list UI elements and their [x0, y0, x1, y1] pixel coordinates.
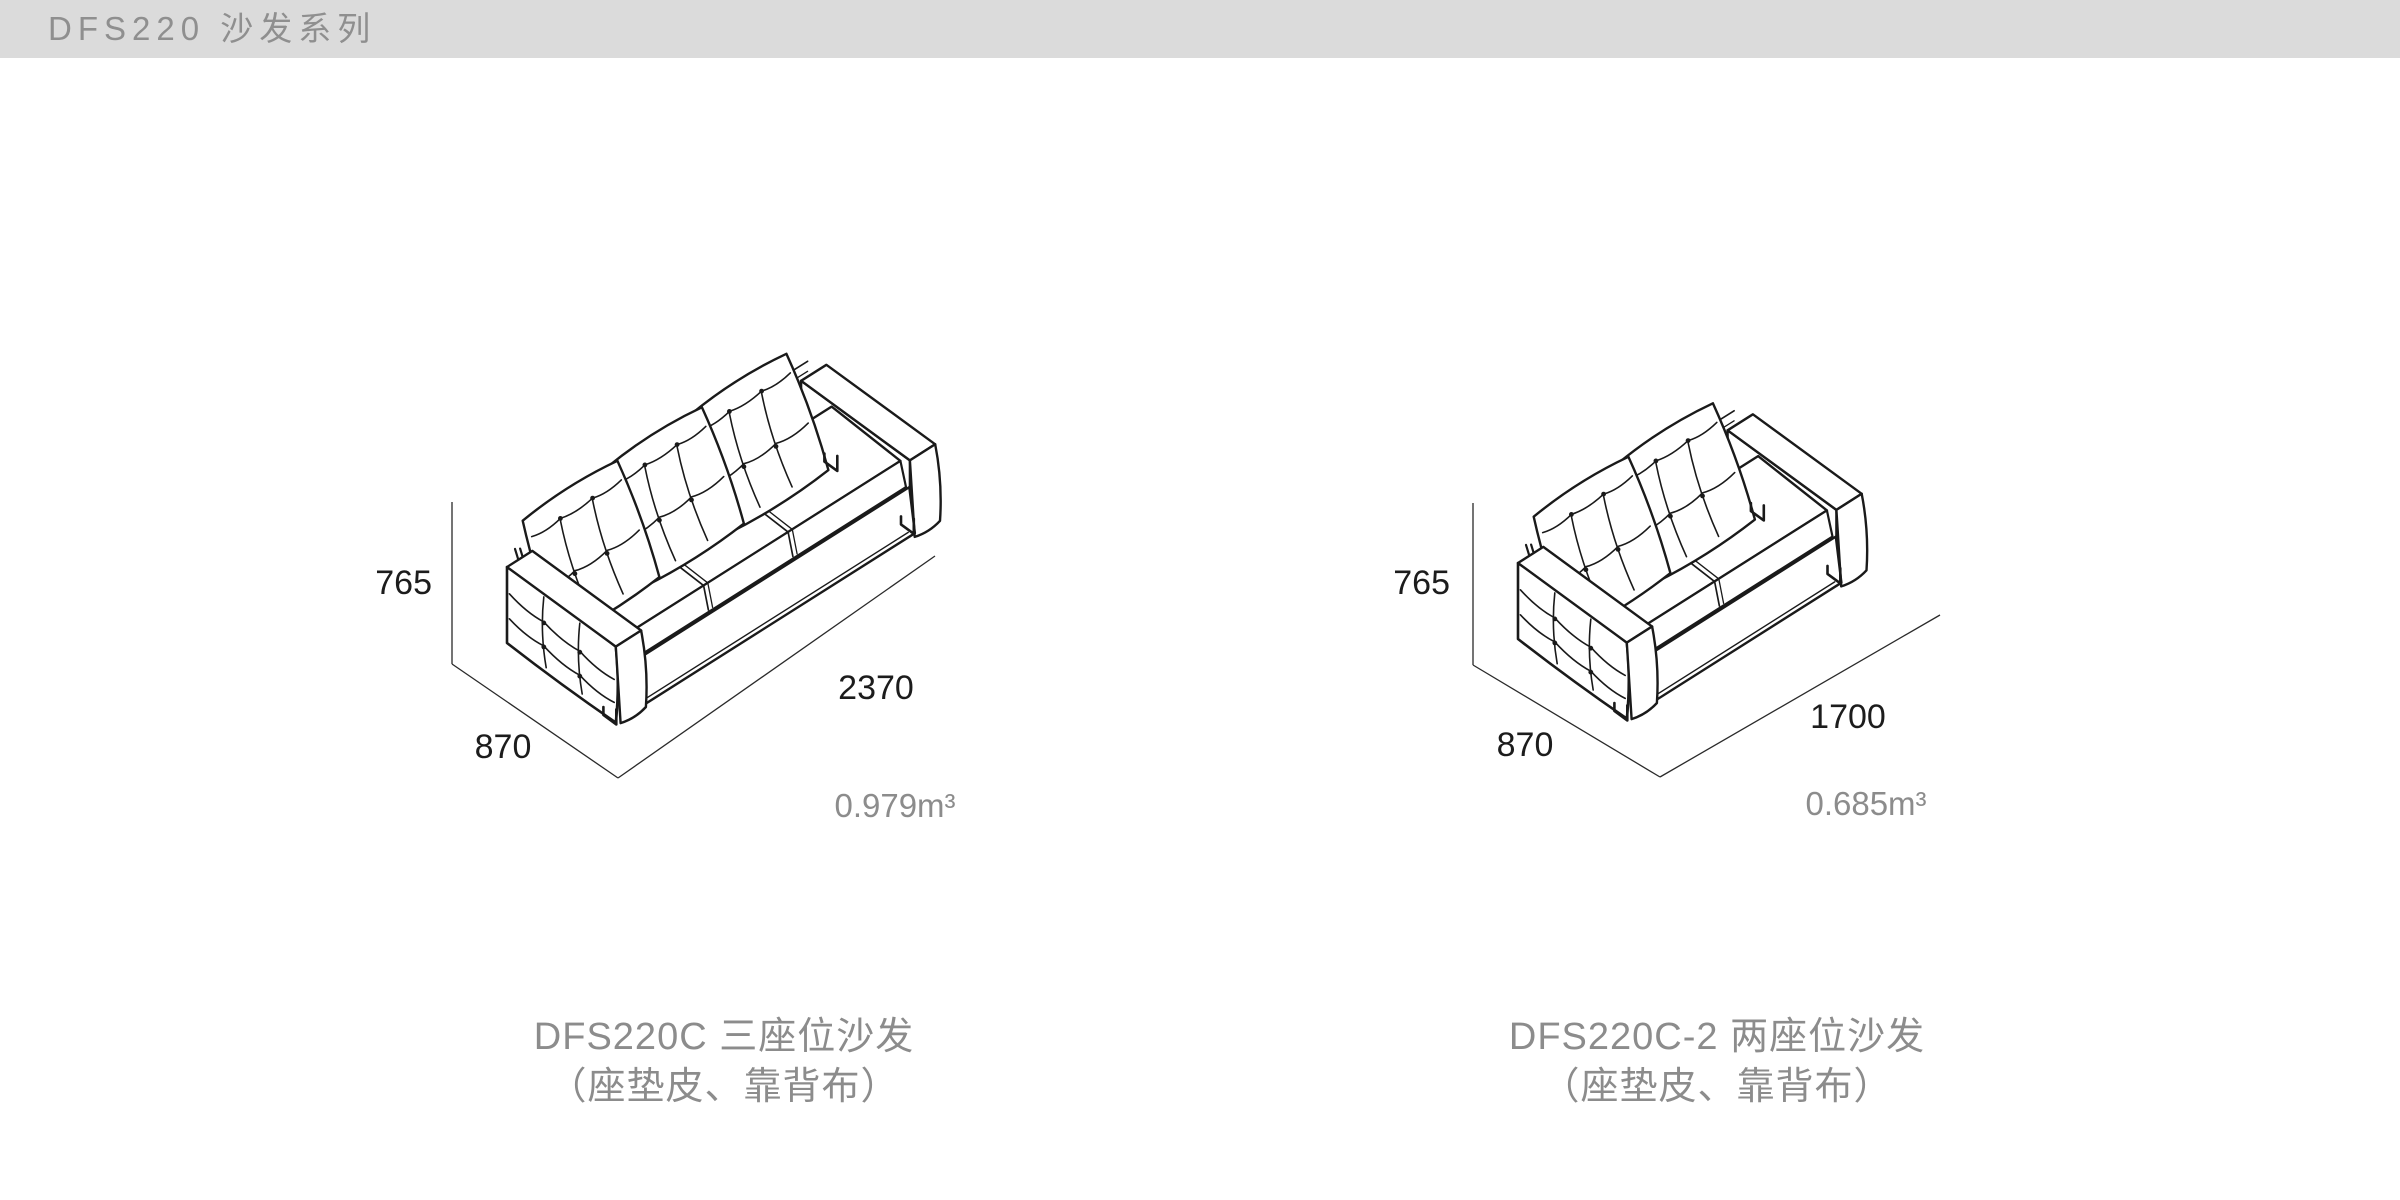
figure-three-seat-sofa: 765 870 2370 0.979m³	[350, 330, 970, 824]
length-dimension-label: 2370	[838, 669, 914, 707]
height-dimension-label: 765	[1393, 564, 1450, 602]
two-seat-sofa-isometric-drawing	[1472, 402, 1941, 778]
volume-label: 0.979m³	[834, 787, 956, 824]
depth-dimension-label: 870	[1496, 726, 1554, 764]
three-seat-sofa-isometric-drawing	[451, 352, 942, 779]
length-dimension-label: 1700	[1810, 698, 1886, 736]
figure-two-seat-sofa: 765 870 1700 0.685m³	[1350, 330, 1990, 822]
height-dimension-label: 765	[375, 564, 432, 602]
page-title: DFS220 沙发系列	[48, 10, 377, 47]
caption-three-seat: DFS220C 三座位沙发 （座垫皮、靠背布）	[424, 1012, 1024, 1112]
caption-material-line: （座垫皮、靠背布）	[548, 1066, 900, 1108]
caption-material-line: （座垫皮、靠背布）	[1541, 1066, 1893, 1108]
caption-model-line: DFS220C-2 两座位沙发	[1508, 1016, 1926, 1058]
caption-two-seat: DFS220C-2 两座位沙发 （座垫皮、靠背布）	[1417, 1012, 2017, 1112]
caption-model-line: DFS220C 三座位沙发	[533, 1016, 915, 1058]
header-bar: DFS220 沙发系列	[0, 0, 2400, 58]
volume-label: 0.685m³	[1805, 785, 1927, 822]
depth-dimension-label: 870	[474, 728, 532, 766]
